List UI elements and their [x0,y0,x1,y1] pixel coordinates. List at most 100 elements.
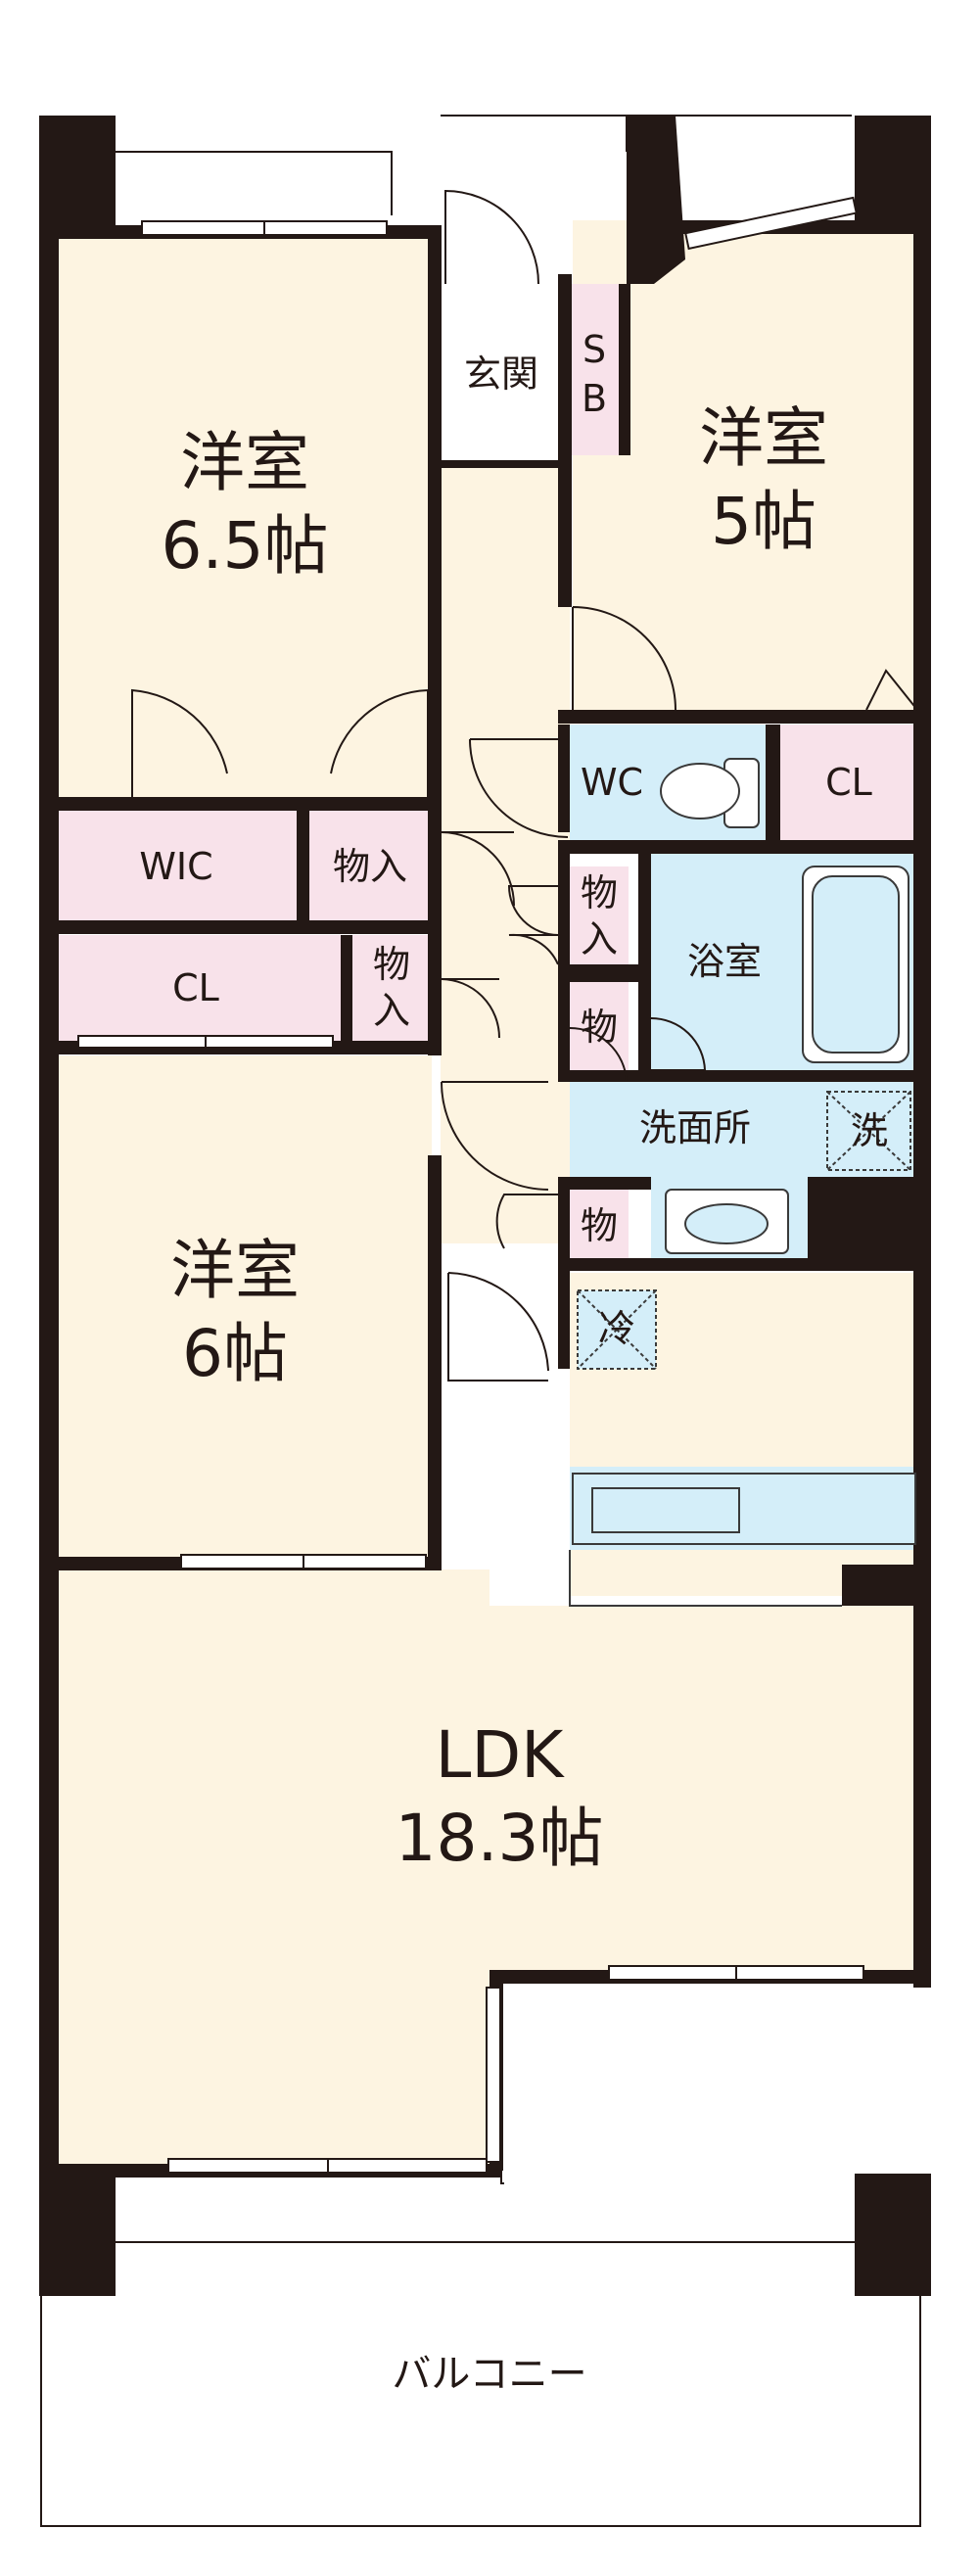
wall-left [39,225,59,2183]
wall-wet-left [558,725,570,832]
column-entrance [627,116,685,284]
toilet-bowl [660,763,740,820]
wall-bath-left [638,854,651,1071]
storage-5-floor [570,1190,629,1258]
door-ldk [447,1272,549,1382]
door-room-c [441,1081,549,1191]
storage-5-label: 物 [581,1204,618,1247]
walls [39,116,931,2296]
wall-room-b-bottom-right [766,710,917,724]
room-b-size: 5帖 [711,484,816,559]
shoe-box-label-s: S [583,328,606,371]
wall-storage5-bottom [558,1258,808,1271]
room-c-size: 6帖 [182,1316,288,1391]
corridor-floor [441,460,570,1243]
wall-entrance-bottom [441,460,558,468]
storage-4-label: 物 [581,1006,618,1049]
storage-3-label-a: 物 [581,871,618,914]
storage-2-label-b: 入 [373,989,410,1032]
washer-label: 洗 [851,1109,888,1152]
door-storage-3 [507,885,559,936]
column-top-left [39,116,116,231]
column-bottom-left [39,2174,116,2296]
washroom-label: 洗面所 [639,1106,751,1149]
ldk-size: 18.3帖 [396,1801,604,1876]
wall-washroom-bottom [558,1177,651,1190]
shoe-box-label-b: B [582,377,607,420]
ldk-floor [57,1569,917,2174]
wall-room-a-right [428,225,442,813]
storage-1-label: 物入 [333,845,407,888]
doors [131,189,918,1382]
fridge-label: 冷 [598,1307,635,1350]
column-top-right [855,116,931,231]
ldk-name: LDK [436,1717,566,1793]
wall-kitchen-right [842,1565,917,1606]
closet-1-floor [57,935,341,1041]
entrance-floor [441,284,568,463]
storage-3-floor [570,866,629,964]
window-room-b [684,196,858,251]
wall-room-a-bottom [57,797,442,811]
storage-2-floor [352,935,432,1041]
wall-fridge-left [558,1271,570,1369]
door-storage-5 [495,1194,558,1249]
fridge-cross-2 [577,1289,657,1370]
bathroom-label: 浴室 [687,940,762,983]
wc-label: WC [581,761,643,804]
wall-bath-bottom [558,1070,917,1082]
wall-wc-right [766,725,780,840]
door-room-b [572,606,676,711]
balcony-label: バルコニー [392,2352,586,2397]
western-room-a-floor [57,237,432,797]
wic-floor [57,811,297,920]
window-ldk-side [486,1987,501,2163]
kitchen-counter-edge [569,1550,842,1607]
entrance-label: 玄関 [464,352,538,396]
room-a-size: 6.5帖 [162,508,329,584]
windows [77,196,864,2174]
door-room-a [131,688,228,797]
room-b-name: 洋室 [699,400,828,476]
door-storage-3b [508,933,559,965]
balcony-outline [40,2241,921,2527]
storage-1-floor [309,811,432,920]
door-corridor-wc [469,738,570,838]
wic-label: WIC [139,845,212,888]
door-storage-1 [441,831,515,907]
top-entrance-line [441,115,628,152]
room-a-name: 洋室 [180,425,309,500]
door-storage-2 [441,978,500,1039]
wall-storage5-left [558,1180,570,1268]
column-bottom-right [855,2174,931,2296]
closet-2-label: CL [825,761,872,804]
bathtub-inner [812,875,900,1054]
wall-storage3-bottom [558,964,638,982]
wall-room-c-right [428,1155,442,1567]
top-balcony-left-line [112,127,393,215]
western-room-c-floor [57,1055,432,1557]
room-c-name: 洋室 [170,1233,300,1308]
wall-wic-right [297,811,309,920]
wall-closet-right [341,935,352,1041]
washbasin-bowl [684,1203,769,1244]
storage-3-label-b: 入 [581,917,618,960]
wall-entrance-right [558,274,572,607]
door-entrance [444,189,539,285]
closet-1-label: CL [172,966,219,1009]
kitchen-sink [591,1487,740,1533]
washer-cross-2 [826,1091,911,1171]
door-room-b-closet [865,669,918,711]
wall-right [913,225,931,1988]
door-room-a-2 [330,689,429,797]
closet-2-floor [780,725,917,840]
fixtures [569,758,916,1607]
wall-shoebox-right [619,284,630,455]
door-washroom [569,1026,628,1082]
wall-wc-bottom [558,840,917,854]
labels: 洋室 6.5帖 洋室 5帖 洋室 6帖 LDK 18.3帖 バルコニー 玄関 S… [139,328,888,2397]
wall-room-b-bottom-left [558,710,773,724]
shoe-box-floor [568,284,622,455]
storage-2-label-a: 物 [373,943,410,986]
